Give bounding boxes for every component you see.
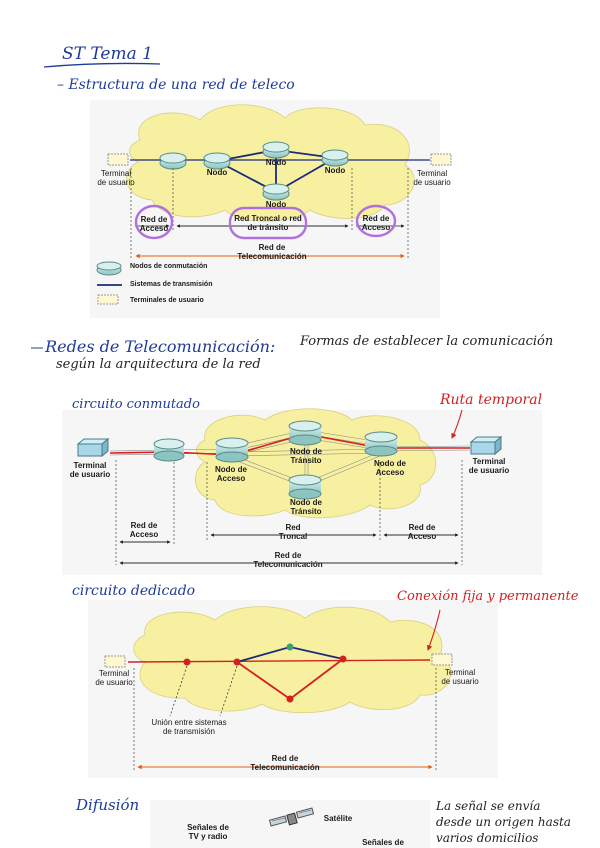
diagram2-terminal-right <box>469 435 503 456</box>
d2-transit-top-label: Nodo de Tránsito <box>290 447 322 465</box>
d1-access-left-label: Red de Acceso <box>139 215 169 233</box>
d3-union-label: Unión entre sistemas de transmisión <box>151 718 227 736</box>
diagram2-node <box>288 474 322 500</box>
broadcast-heading: Difusión <box>76 796 140 814</box>
section-structure-heading: – Estructura de una red de teleco <box>57 77 295 93</box>
diagram1-node <box>159 152 187 170</box>
d2-access-right-label: Red de Acceso <box>407 523 437 541</box>
d3-terminal-right-label: Terminal de usuario <box>441 668 479 686</box>
dedicated-heading: circuito dedicado <box>72 583 196 599</box>
diagram2-node <box>288 420 322 446</box>
diagram1-figure <box>90 100 452 318</box>
d2-telecom-label: Red de Telecomunicación <box>253 551 323 569</box>
d1-legend-nodes: Nodos de conmutación <box>130 263 208 270</box>
circuit-switched-heading: circuito conmutado <box>72 397 200 412</box>
d2-transit-bottom-label: Nodo de Tránsito <box>290 498 322 516</box>
d1-legend-systems: Sistemas de transmisión <box>130 281 213 288</box>
diagram3-junction <box>183 658 191 666</box>
d2-access-node-left-label: Nodo de Acceso <box>215 465 247 483</box>
highlight-access-left <box>134 204 174 240</box>
d1-node-label: Nodo <box>265 200 287 209</box>
d1-legend-terminals: Terminales de usuario <box>130 297 204 304</box>
diagram3-figure <box>88 600 498 778</box>
d2-terminal-right-label: Terminal de usuario <box>468 457 510 475</box>
d2-trunk-label: Red Troncal <box>278 523 308 541</box>
d3-telecom-label: Red de Telecomunicación <box>250 754 320 772</box>
d2-terminal-left-label: Terminal de usuario <box>69 461 111 479</box>
section-networks-note: Formas de establecer la comunicación <box>300 334 554 349</box>
d1-trunk-label: Red Troncal o red de tránsito <box>234 214 302 232</box>
diagram2-node <box>215 437 249 463</box>
d3-terminal-left-label: Terminal de usuario <box>95 669 133 687</box>
dedicated-note: Conexión fija y permanente <box>397 589 579 604</box>
diagram2-figure <box>62 408 542 575</box>
d4-satellite-label: Satélite <box>323 814 353 823</box>
page-title: ST Tema 1 <box>62 44 153 64</box>
diagram3-terminal-right <box>431 653 453 666</box>
d2-access-left-label: Red de Acceso <box>129 521 159 539</box>
diagram1-node <box>203 152 231 170</box>
d4-signals-label: Señales de <box>362 838 404 847</box>
diagram2-node <box>364 431 398 457</box>
d2-access-node-right-label: Nodo de Acceso <box>374 459 406 477</box>
diagram2-node <box>153 438 185 462</box>
diagram4-figure <box>150 800 430 848</box>
diagram3-junction <box>233 658 241 666</box>
d1-terminal-left-label: Terminal de usuario <box>97 169 135 187</box>
diagram1-terminal-right <box>430 153 452 166</box>
broadcast-note-line3: varios domicilios <box>436 831 539 845</box>
diagram3-terminal-left <box>104 655 126 668</box>
diagram3-junction <box>339 655 347 663</box>
satellite-icon <box>268 807 315 827</box>
d1-telecom-label: Red de Telecomunicación <box>237 243 307 261</box>
d1-node-label: Nodo <box>265 158 287 167</box>
diagram1-node <box>262 141 290 159</box>
diagram1-terminal-left <box>107 153 129 166</box>
highlight-access-right <box>355 204 397 238</box>
highlight-trunk <box>228 206 308 240</box>
section-networks-heading: – Redes de Telecomunicación: <box>32 337 276 356</box>
d1-node-label: Nodo <box>206 168 228 177</box>
d1-node-label: Nodo <box>324 166 346 175</box>
diagram3-cloud <box>133 606 452 714</box>
diagram3-junction <box>286 695 294 703</box>
d1-access-right-label: Red de Acceso <box>361 214 391 232</box>
title-underline <box>43 62 161 68</box>
diagram2-terminal-left <box>76 437 110 458</box>
diagram1-legend <box>96 261 122 305</box>
broadcast-note-line1: La señal se envía <box>436 799 541 813</box>
d4-tv-label: Señales de TV y radio <box>187 823 229 841</box>
diagram1-node <box>262 183 290 201</box>
d1-terminal-right-label: Terminal de usuario <box>413 169 451 187</box>
diagram3-junction <box>286 643 294 651</box>
diagram1-cloud <box>126 104 415 222</box>
section-networks-subnote: según la arquitectura de la red <box>56 357 261 372</box>
broadcast-note-line2: desde un origen hasta <box>436 815 571 829</box>
diagram1-node <box>321 149 349 167</box>
circuit-switched-note: Ruta temporal <box>440 392 543 408</box>
